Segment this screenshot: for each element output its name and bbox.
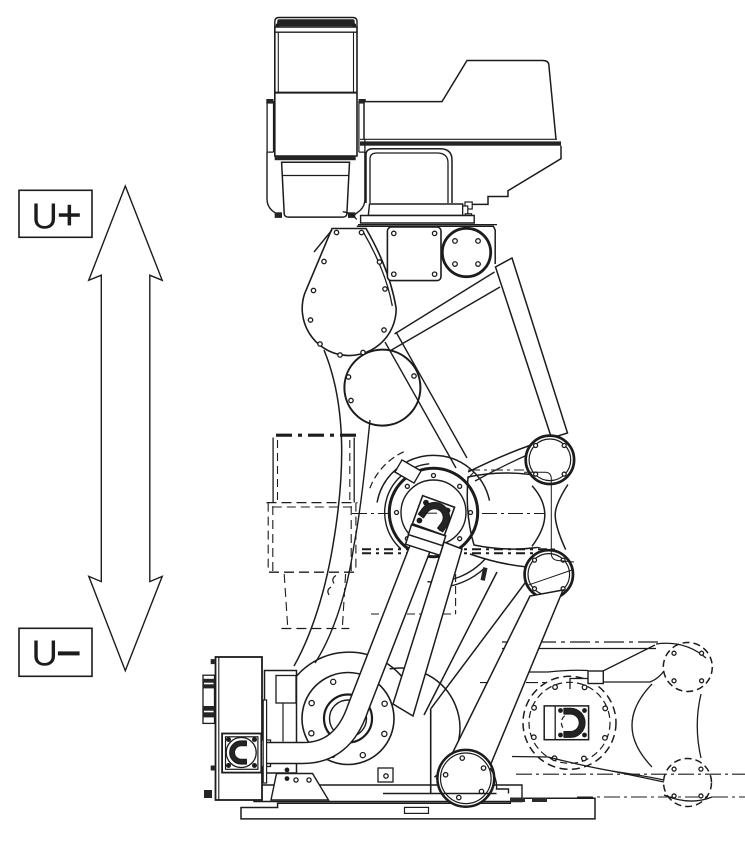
svg-text:U: U <box>32 195 58 236</box>
svg-text:U: U <box>32 632 58 673</box>
